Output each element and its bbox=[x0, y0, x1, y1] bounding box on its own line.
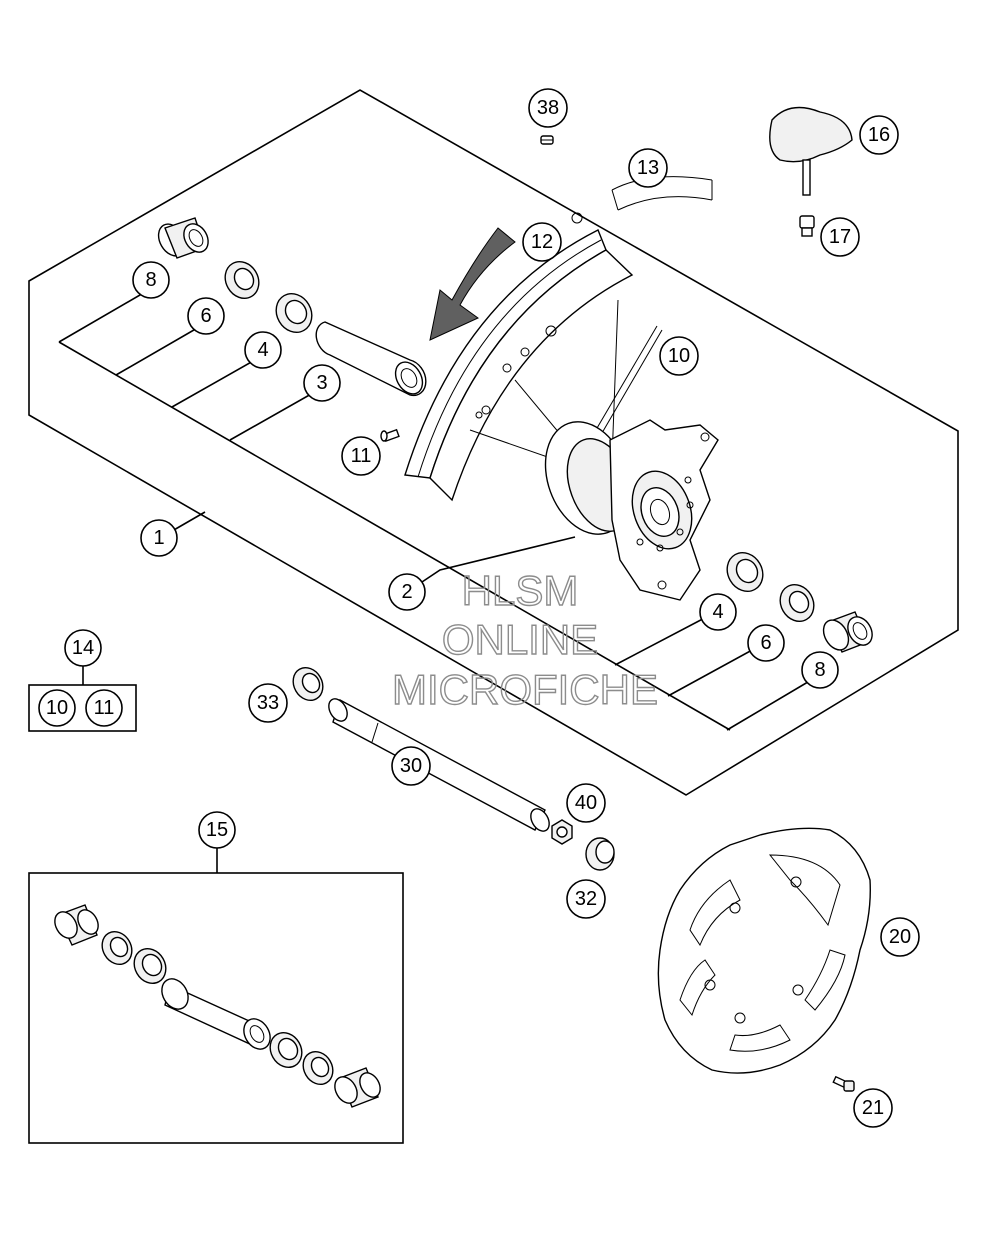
seal-part-33 bbox=[292, 666, 324, 702]
callout-11[interactable]: 11 bbox=[341, 436, 381, 476]
hub-part-2 bbox=[544, 419, 719, 601]
callout-label: 40 bbox=[575, 792, 597, 814]
callout-label: 15 bbox=[206, 819, 228, 841]
leader-bottom-connect bbox=[58, 341, 731, 731]
callout-label: 4 bbox=[712, 601, 723, 623]
callout-20[interactable]: 20 bbox=[880, 917, 920, 957]
callout-8-right[interactable]: 8 bbox=[801, 651, 839, 689]
watermark: HLSM ONLINE MICROFICHE bbox=[391, 566, 658, 713]
leader-6-right bbox=[667, 642, 766, 697]
leader-8-right bbox=[726, 675, 819, 731]
callout-8-left[interactable]: 8 bbox=[132, 261, 170, 299]
callout-32[interactable]: 32 bbox=[566, 879, 606, 919]
callout-label: 8 bbox=[814, 659, 825, 681]
callout-21[interactable]: 21 bbox=[853, 1088, 893, 1128]
callout-label: 17 bbox=[829, 226, 851, 248]
screw-part-21 bbox=[832, 1075, 855, 1092]
callout-label: 3 bbox=[316, 372, 327, 394]
callout-label: 6 bbox=[760, 632, 771, 654]
callout-label: 13 bbox=[637, 157, 659, 179]
callout-6-left[interactable]: 6 bbox=[187, 297, 225, 335]
nut-part-40 bbox=[551, 819, 573, 845]
callout-label: 30 bbox=[400, 755, 422, 777]
callout-15[interactable]: 15 bbox=[198, 811, 236, 849]
axle-part-30 bbox=[328, 698, 550, 832]
callout-14-item-11[interactable]: 11 bbox=[85, 689, 123, 727]
callout-3[interactable]: 3 bbox=[303, 364, 341, 402]
callout-6-right[interactable]: 6 bbox=[747, 624, 785, 662]
rim-part bbox=[404, 212, 634, 502]
bearing-part-4-left bbox=[275, 293, 313, 333]
callout-label: 10 bbox=[668, 345, 690, 367]
seal-part-6-right bbox=[779, 584, 815, 622]
callout-label: 38 bbox=[537, 97, 559, 119]
nipple-part-11 bbox=[380, 428, 400, 443]
callout-label: 33 bbox=[257, 692, 279, 714]
bearing-part-4-right bbox=[726, 552, 764, 592]
callout-label: 6 bbox=[200, 305, 211, 327]
distance-tube-part-3 bbox=[315, 321, 427, 397]
callout-label: 10 bbox=[46, 697, 68, 719]
assembly-frame bbox=[28, 89, 959, 796]
watermark-line3: MICROFICHE bbox=[392, 666, 658, 713]
callout-14[interactable]: 14 bbox=[64, 629, 102, 667]
kit-box-15 bbox=[28, 872, 404, 1144]
callout-4-right[interactable]: 4 bbox=[699, 593, 737, 631]
watermark-line2: ONLINE bbox=[442, 616, 598, 663]
callout-label: 12 bbox=[531, 231, 553, 253]
callout-label: 21 bbox=[862, 1097, 884, 1119]
callout-16[interactable]: 16 bbox=[859, 115, 899, 155]
callout-2[interactable]: 2 bbox=[388, 573, 426, 611]
callout-12[interactable]: 12 bbox=[522, 222, 562, 262]
callout-label: 8 bbox=[145, 269, 156, 291]
callout-label: 32 bbox=[575, 888, 597, 910]
valve-part-16 bbox=[769, 106, 853, 196]
callout-label: 2 bbox=[401, 581, 412, 603]
callout-30[interactable]: 30 bbox=[391, 746, 431, 786]
leader-4-right bbox=[614, 611, 717, 666]
callout-label: 1 bbox=[153, 527, 164, 549]
bushing-part-8-left bbox=[157, 217, 209, 259]
callout-label: 11 bbox=[351, 445, 372, 467]
callout-1[interactable]: 1 bbox=[140, 519, 178, 557]
callout-10[interactable]: 10 bbox=[659, 336, 699, 376]
callout-17[interactable]: 17 bbox=[820, 217, 860, 257]
callout-label: 14 bbox=[72, 637, 94, 659]
watermark-line1: HLSM bbox=[462, 567, 579, 614]
kit-15-contents bbox=[54, 904, 381, 1108]
callout-40[interactable]: 40 bbox=[566, 783, 606, 823]
callout-4-left[interactable]: 4 bbox=[244, 331, 282, 369]
callout-13[interactable]: 13 bbox=[628, 148, 668, 188]
seal-part-6-left bbox=[224, 261, 260, 299]
callout-14-item-10[interactable]: 10 bbox=[38, 689, 76, 727]
bushing-part-8-right bbox=[822, 611, 873, 653]
callout-label: 4 bbox=[257, 339, 268, 361]
valve-nut-part-17 bbox=[799, 215, 815, 237]
callout-38[interactable]: 38 bbox=[528, 88, 568, 128]
valve-cap-part-38 bbox=[540, 135, 554, 145]
callout-label: 16 bbox=[868, 124, 890, 146]
callout-label: 11 bbox=[94, 697, 115, 719]
axle-nut-part-32 bbox=[585, 837, 615, 871]
rotation-arrow-12 bbox=[429, 227, 516, 341]
brake-disc-part-20 bbox=[657, 827, 871, 1074]
callout-label: 20 bbox=[889, 926, 911, 948]
callout-33[interactable]: 33 bbox=[248, 683, 288, 723]
